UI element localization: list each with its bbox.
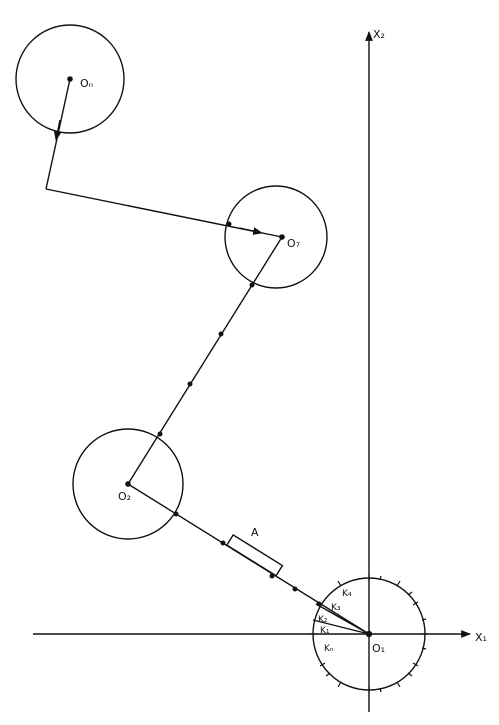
circle-on [15,24,125,134]
o1-circle-ticks [309,574,429,694]
label-kn: Kₙ [324,644,334,654]
circle-o2 [72,428,184,540]
label-on: Oₙ [80,77,93,90]
label-k1: K₁ [320,626,330,636]
x2-axis-label: X₂ [373,28,385,41]
circle-o7 [224,185,328,289]
path [45,78,370,635]
path-points [157,221,322,607]
direction-arrow-2 [239,227,263,235]
center-o2 [125,481,131,487]
label-k4: K₄ [342,589,352,599]
label-k2: K₂ [318,615,328,625]
step-label: A [251,526,259,539]
step-box [225,533,284,577]
label-o2: O₂ [118,490,131,503]
center-o1 [365,630,373,638]
sector-line-2 [312,619,370,635]
label-o7: O₇ [287,237,300,250]
direction-arrow-1 [53,119,62,141]
label-o1: O₁ [372,642,385,655]
center-o7 [279,234,285,240]
label-k3: K₃ [331,603,341,613]
center-on [67,76,73,82]
x1-axis-label: X₁ [475,631,487,644]
